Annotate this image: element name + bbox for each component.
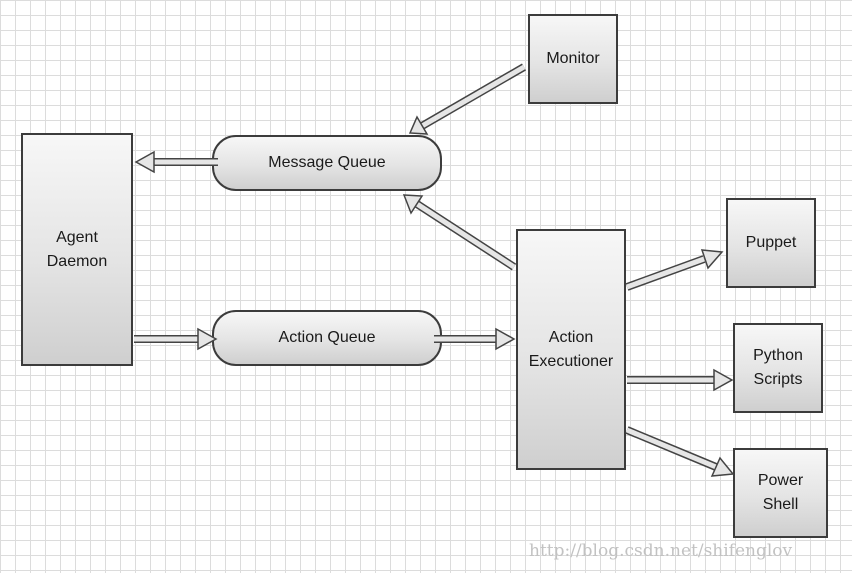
message-queue-label: Message Queue: [268, 154, 386, 171]
action-queue-node: Action Queue: [212, 310, 442, 366]
action-queue-label: Action Queue: [278, 329, 376, 346]
action-executioner-label-line2: Executioner: [528, 352, 614, 370]
arrow-monitor-to-message-queue: [408, 63, 527, 135]
power-shell-node: Power Shell: [733, 448, 828, 538]
power-shell-label-line2: Shell: [762, 496, 799, 513]
arrow-message-queue-to-agent-daemon: [134, 150, 218, 174]
arrow-action-executioner-to-power-shell: [625, 426, 735, 477]
monitor-node: Monitor: [528, 14, 618, 104]
python-scripts-label-line2: Scripts: [753, 371, 803, 388]
action-executioner-label-line1: Action: [548, 328, 594, 346]
arrow-agent-daemon-to-action-queue: [134, 327, 218, 351]
arrow-action-executioner-to-puppet: [625, 249, 724, 291]
message-queue-node: Message Queue: [212, 135, 442, 191]
python-scripts-label-line1: Python: [753, 347, 803, 364]
watermark-text: http://blog.csdn.net/shifenglov: [529, 541, 793, 561]
power-shell-label-line1: Power: [757, 472, 804, 489]
puppet-node: Puppet: [726, 198, 816, 288]
agent-daemon-node: Agent Daemon: [21, 133, 133, 366]
arrow-action-queue-to-action-executioner: [434, 327, 516, 351]
puppet-label: Puppet: [745, 234, 797, 251]
action-executioner-node: Action Executioner: [516, 229, 626, 470]
python-scripts-node: Python Scripts: [733, 323, 823, 413]
monitor-label: Monitor: [546, 50, 600, 67]
arrow-action-executioner-to-python-scripts: [627, 368, 734, 392]
agent-daemon-label-line1: Agent: [56, 228, 98, 246]
arrow-action-executioner-to-message-queue: [402, 194, 517, 271]
agent-daemon-label-line2: Daemon: [46, 252, 108, 270]
